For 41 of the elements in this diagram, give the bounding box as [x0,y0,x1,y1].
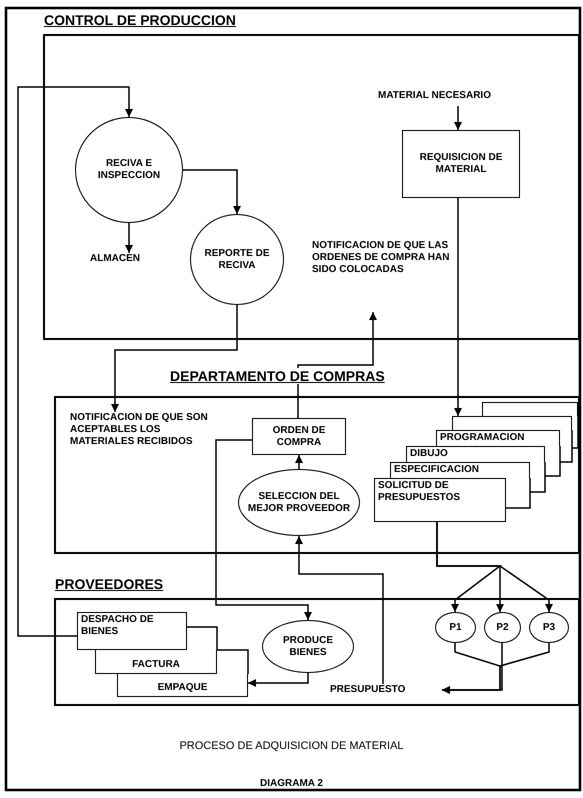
arrow [17,86,133,637]
flow-text: MATERIAL NECESARIO [378,90,558,106]
process-circle: P1 [435,612,476,643]
process-circle: P3 [529,612,569,643]
arrow [125,223,133,253]
flow-text: PRESUPUESTO [330,684,442,698]
arrow [442,643,550,694]
group-heading: DEPARTAMENTO DE COMPRAS [170,368,385,384]
document-box: FACTURA [95,650,217,674]
arrow [436,522,553,612]
document-box [452,416,572,430]
process-ellipse: SELECCION DEL MEJOR PROVEEDOR [238,469,360,536]
process-circle: P2 [484,612,521,643]
document-box: SOLICITUD DE PRESUPUESTOS [374,478,506,522]
process-box: ORDEN DE COMPRA [252,418,346,455]
diagram-number: DIAGRAMA 2 [259,778,324,789]
arrow [295,536,384,684]
caption: PROCESO DE ADQUISICION DE MATERIAL [178,740,405,752]
arrow [248,673,309,687]
document-box: PROGRAMACION [436,430,560,446]
group-heading: CONTROL DE PRODUCCION [44,12,236,28]
flow-text: ALMACEN [90,253,168,267]
document-box: DESPACHO DE BIENES [77,612,187,650]
arrow [295,455,303,469]
document-box: ESPECIFICACION [390,462,530,478]
arrow [111,305,238,412]
process-circle: RECIVA E INSPECCION [75,117,183,223]
arrow [183,169,241,214]
arrow [215,439,312,620]
process-circle: REPORTE DE RECIVA [190,214,284,305]
group-heading: PROVEEDORES [55,576,164,592]
flow-text: NOTIFICACION DE QUE SON ACEPTABLES LOS MATERIALES RECIBIDOS [70,412,208,486]
process-box: REQUISICION DE MATERIAL [402,130,520,198]
arrow [297,312,377,418]
document-box: EMPAQUE [117,674,248,697]
arrow [454,106,462,130]
flow-text: NOTIFICACION DE QUE LAS ORDENES DE COMPRA HAN SIDO COLOCADAS [312,240,454,312]
document-box: DIBUJO [406,446,545,462]
process-ellipse: PRODUCE BIENES [262,620,354,673]
document-box [482,402,578,416]
arrow [454,198,462,416]
